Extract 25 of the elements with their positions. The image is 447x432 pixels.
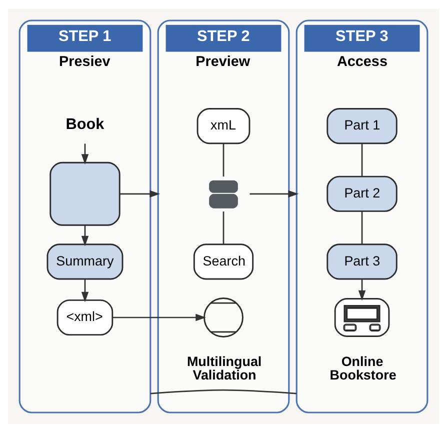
connector (361, 143, 363, 176)
connector (150, 388, 297, 394)
node-box: Summary (46, 243, 124, 280)
arrow (358, 278, 366, 300)
connector (222, 143, 224, 176)
node-picture (334, 298, 390, 336)
node-picture (204, 297, 244, 337)
node-box: Part 1 (326, 108, 398, 144)
node-label: Online Bookstore (330, 353, 396, 382)
arrow (112, 313, 206, 321)
connector (361, 211, 363, 244)
connector (222, 211, 224, 244)
node-box: xmL (196, 108, 250, 144)
node-box (50, 161, 120, 226)
node-box: Part 3 (326, 243, 398, 280)
arrow (81, 224, 89, 246)
arrow (120, 190, 160, 198)
node-box: <xml> (56, 298, 114, 336)
arrow (250, 190, 299, 198)
node-box: Search (193, 243, 254, 280)
node-box: Part 2 (326, 175, 398, 212)
arrow (81, 278, 89, 302)
arrow (81, 143, 89, 164)
node-text: Book (66, 115, 104, 132)
node-label: Multilingual Validation (186, 353, 262, 382)
